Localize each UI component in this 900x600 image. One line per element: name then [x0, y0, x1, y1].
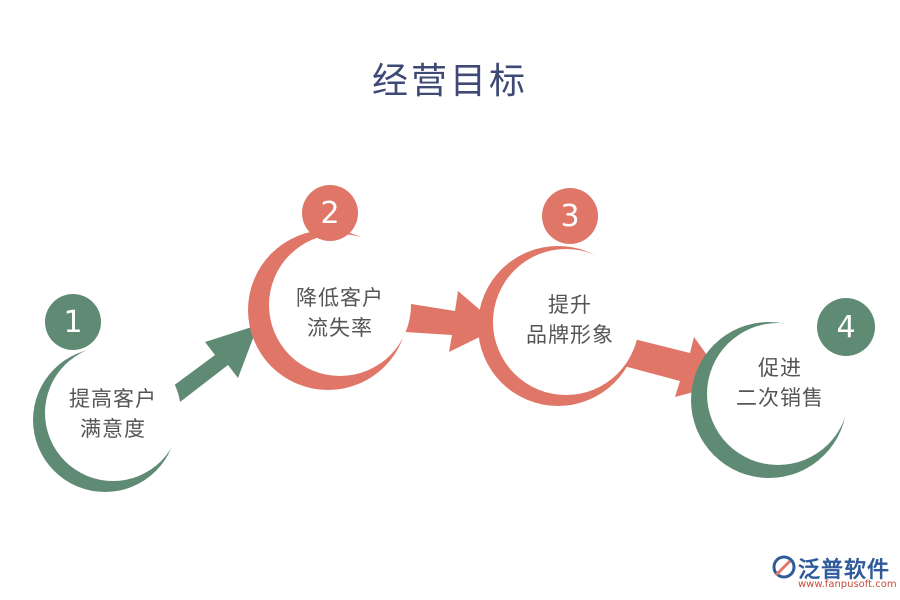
- step-2-number: 2: [320, 195, 340, 231]
- step-2-label: 降低客户 流失率: [280, 283, 400, 343]
- brand-logo: 泛普软件 www.fanpusoft.com: [770, 552, 897, 596]
- step-2-badge: [302, 185, 358, 241]
- step-1-number: 1: [63, 304, 83, 340]
- step-1-circle: [33, 345, 181, 492]
- step-3-circle: [478, 246, 639, 406]
- page-title: 经营目标: [371, 61, 528, 102]
- step-2-line1: 降低客户: [296, 286, 384, 310]
- step-3-badge: [542, 188, 598, 244]
- step-3-label: 提升 品牌形象: [510, 290, 630, 350]
- step-4-line1: 促进: [758, 356, 802, 380]
- step-4-number: 4: [836, 309, 856, 345]
- step-4-label: 促进 二次销售: [720, 353, 840, 413]
- arrow-2-to-3: [405, 291, 500, 352]
- arrow-1-to-2: [165, 325, 258, 402]
- logo-icon: [772, 555, 796, 579]
- step-2-line2: 流失率: [307, 316, 373, 340]
- step-2-circle: [248, 230, 411, 390]
- step-3-line2: 品牌形象: [526, 323, 614, 347]
- step-3-number: 3: [560, 198, 580, 234]
- step-1-badge: [45, 294, 101, 350]
- step-4-circle: [691, 322, 849, 478]
- brand-name: 泛普软件: [798, 558, 891, 583]
- brand-url: www.fanpusoft.com: [798, 579, 897, 590]
- step-4-badge: [817, 298, 875, 356]
- step-1-line1: 提高客户: [69, 387, 157, 411]
- step-1-label: 提高客户 满意度: [58, 384, 168, 444]
- step-1-line2: 满意度: [80, 417, 146, 441]
- step-4-line2: 二次销售: [736, 386, 824, 410]
- step-3-line1: 提升: [548, 293, 592, 317]
